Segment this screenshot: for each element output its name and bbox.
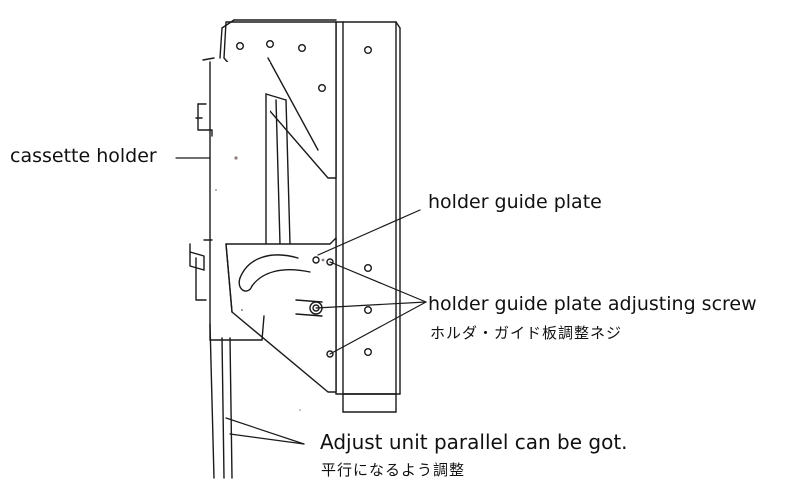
label-cassette-holder: cassette holder: [10, 145, 157, 167]
label-adjusting-screw-jp: ホルダ・ガイド板調整ネジ: [430, 324, 623, 342]
label-adjust-parallel-jp: 平行になるよう調整: [321, 461, 466, 479]
side-frame: [335, 21, 401, 413]
holder-clips: [189, 103, 213, 301]
holder-guide-plate: [225, 237, 337, 393]
label-adjust-parallel-en: Adjust unit parallel can be got.: [320, 430, 628, 454]
top-bracket: [219, 19, 337, 179]
leader-lines: [175, 157, 427, 445]
label-holder-guide-plate: holder guide plate: [428, 191, 602, 213]
holder-lower-body: [209, 315, 265, 479]
speckle-marks: [215, 156, 325, 411]
label-adjusting-screw-en: holder guide plate adjusting screw: [428, 293, 757, 315]
